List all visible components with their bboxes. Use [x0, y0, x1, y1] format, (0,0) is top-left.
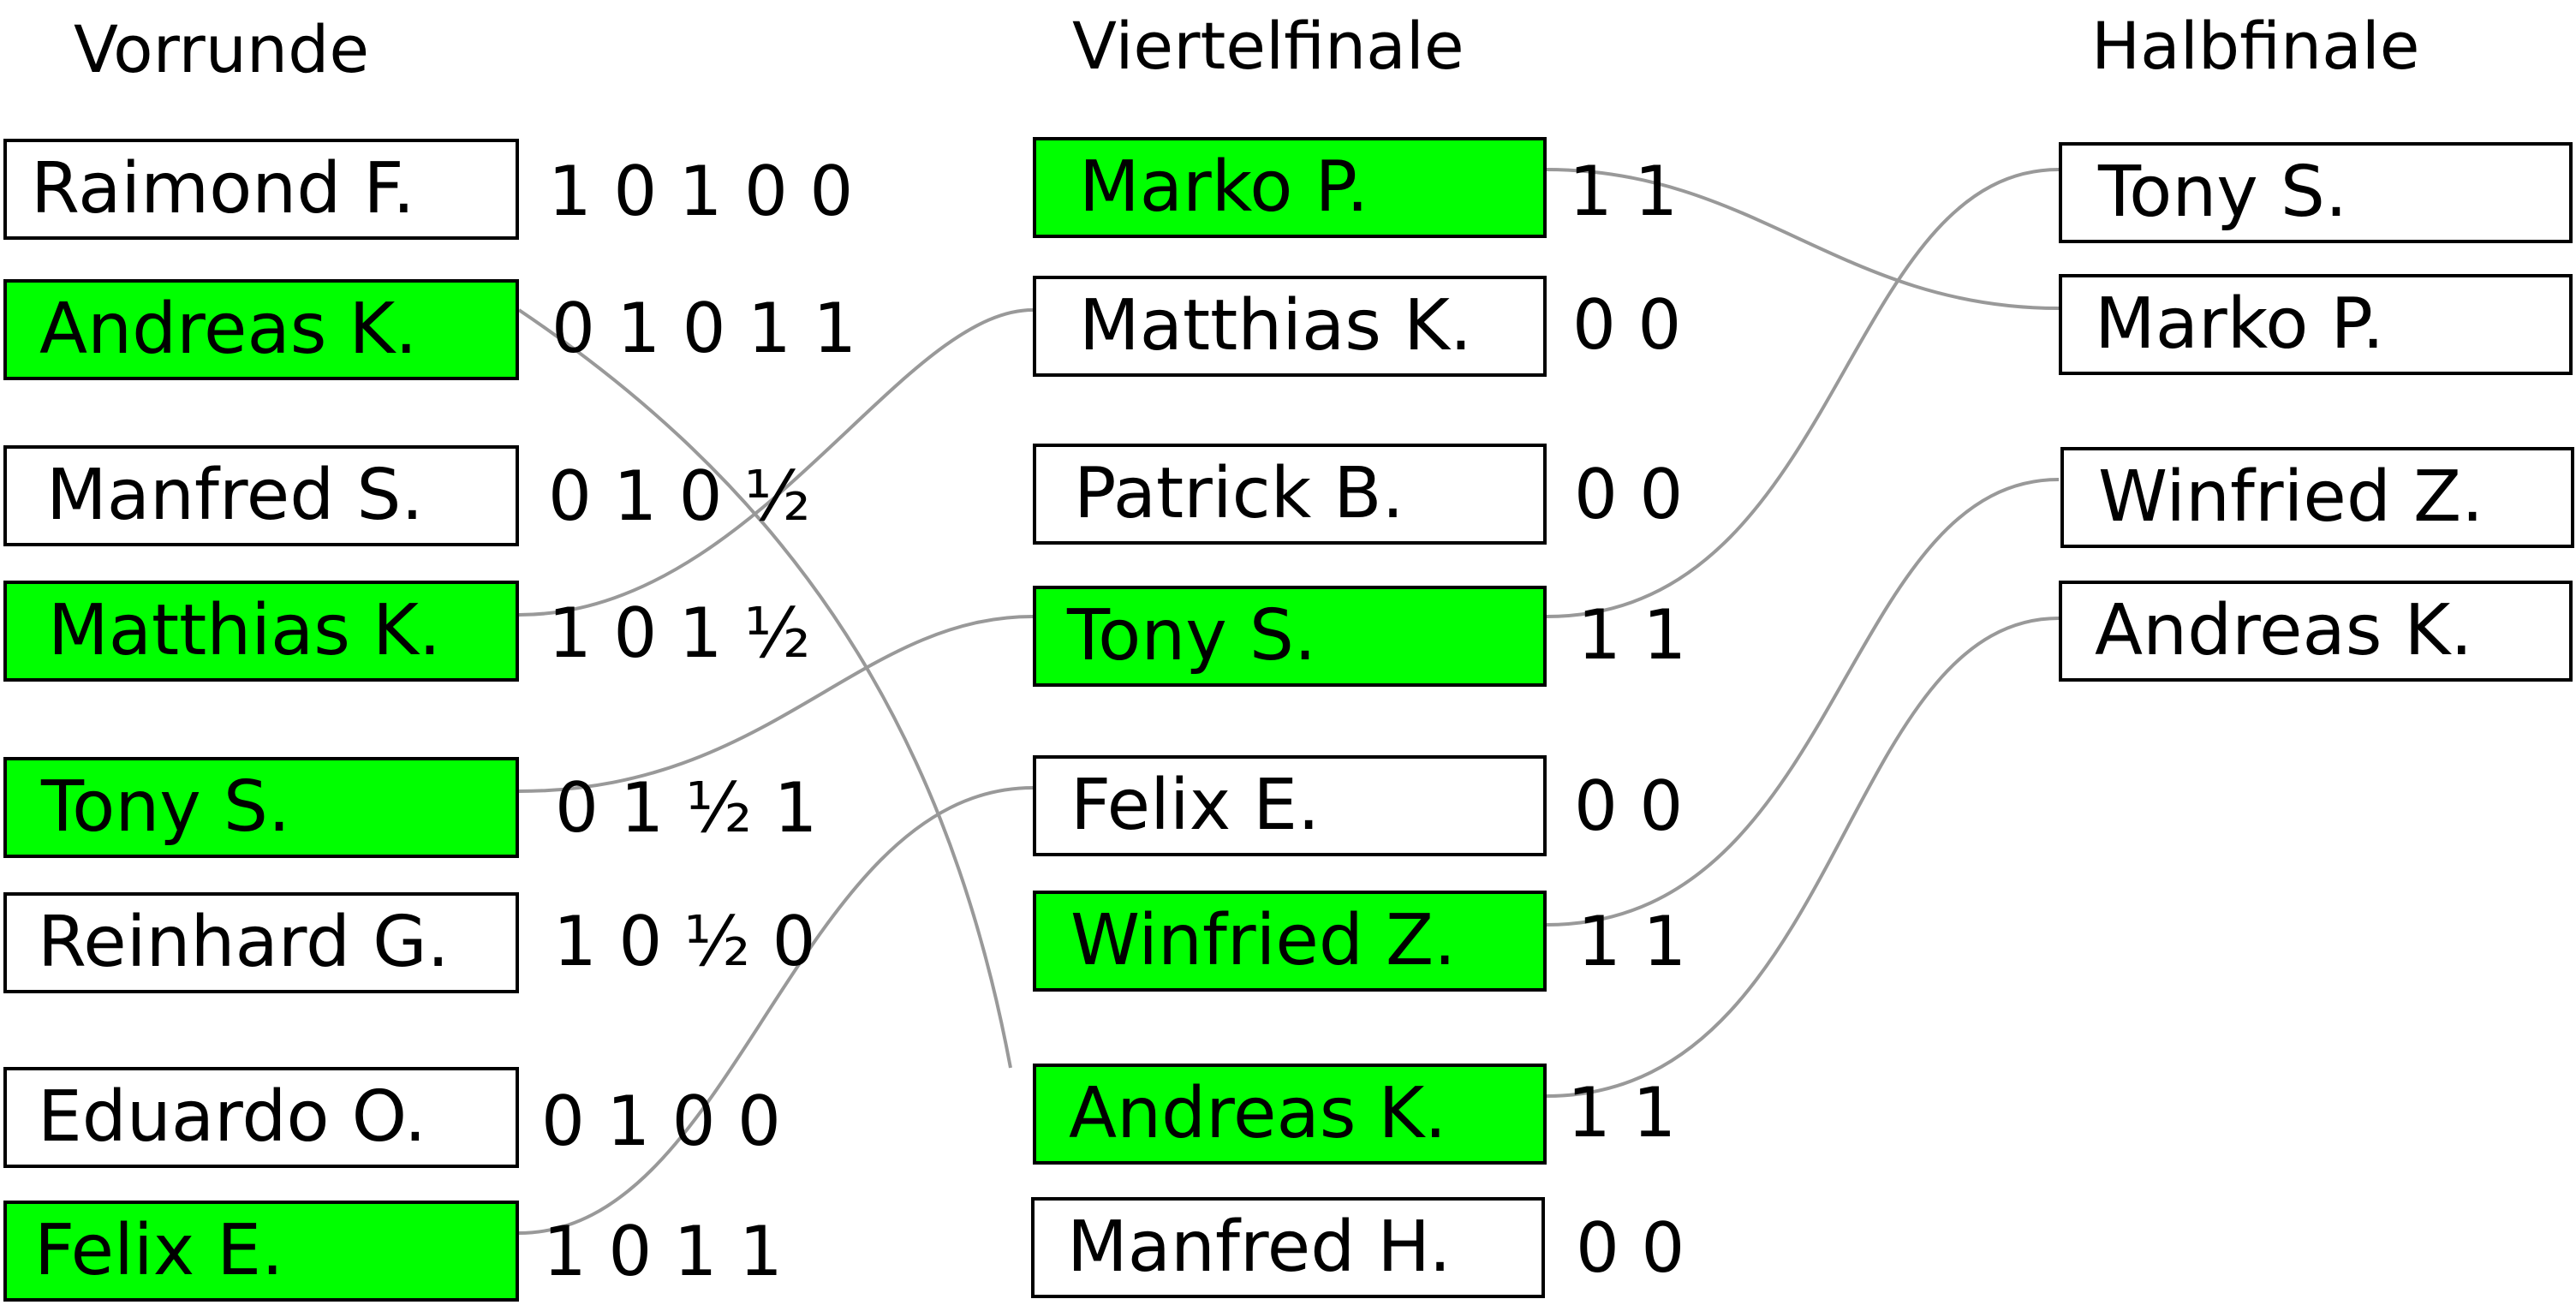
player-name: Marko P. [2095, 283, 2385, 365]
connector-matthias-vr-vf [518, 308, 1034, 617]
connector-winfried-vf-hf [1546, 478, 2060, 927]
viertelfinale-player-box: Matthias K. [1033, 276, 1547, 377]
halbfinale-player-box: Winfried Z. [2060, 447, 2574, 548]
viertelfinale-player-box: Winfried Z. [1033, 891, 1547, 992]
player-score: 1 0 1 0 0 [548, 152, 854, 231]
connector-tony-vr-vf [518, 615, 1034, 793]
player-score: 0 0 [1572, 285, 1682, 365]
player-name: Winfried Z. [2098, 456, 2484, 538]
round-header-viertelfinale: Viertelfinale [1072, 8, 1464, 84]
player-name: Andreas K. [1069, 1073, 1447, 1154]
player-score: 1 0 1 1 [543, 1212, 783, 1291]
player-name: Winfried Z. [1070, 900, 1457, 981]
player-name: Andreas K. [2095, 590, 2473, 671]
player-score: 1 1 [1577, 595, 1687, 675]
vorrunde-player-box: Eduardo O. [3, 1067, 519, 1168]
player-name: Marko P. [1079, 146, 1369, 228]
player-name: Matthias K. [1079, 285, 1472, 366]
player-name: Felix E. [1070, 765, 1321, 846]
round-header-vorrunde: Vorrunde [74, 11, 370, 87]
player-score: 1 0 ½ 0 [553, 902, 816, 981]
halbfinale-player-box: Andreas K. [2059, 581, 2573, 682]
vorrunde-player-box: Matthias K. [3, 581, 519, 682]
player-name: Tony S. [41, 766, 291, 848]
viertelfinale-player-box: Marko P. [1033, 137, 1547, 238]
vorrunde-player-box: Tony S. [3, 757, 519, 858]
vorrunde-player-box: Andreas K. [3, 279, 519, 380]
player-name: Felix E. [34, 1210, 284, 1291]
connector-marko-vf-hf [1546, 168, 2060, 310]
player-score: 0 1 0 0 [541, 1082, 781, 1161]
player-name: Manfred H. [1067, 1207, 1452, 1288]
viertelfinale-player-box: Andreas K. [1033, 1064, 1547, 1165]
player-score: 0 1 0 1 1 [552, 289, 857, 368]
vorrunde-player-box: Raimond F. [3, 139, 519, 240]
player-score: 0 0 [1574, 766, 1684, 846]
vorrunde-player-box: Reinhard G. [3, 892, 519, 993]
player-score: 1 1 [1577, 902, 1687, 981]
player-name: Matthias K. [48, 590, 441, 671]
viertelfinale-player-box: Tony S. [1033, 586, 1547, 687]
player-score: 1 0 1 ½ [548, 593, 811, 673]
player-name: Tony S. [1067, 595, 1317, 676]
player-score: 1 1 [1567, 1073, 1677, 1153]
round-header-halbfinale: Halbfinale [2091, 8, 2420, 84]
halbfinale-player-box: Tony S. [2059, 142, 2573, 243]
vorrunde-player-box: Manfred S. [3, 445, 519, 546]
player-score: 1 1 [1569, 152, 1679, 231]
connector-andreas-vr-vf [517, 308, 1012, 1069]
player-name: Patrick B. [1074, 453, 1404, 534]
player-name: Eduardo O. [38, 1076, 426, 1158]
player-name: Raimond F. [31, 148, 415, 229]
player-name: Tony S. [2098, 152, 2348, 233]
viertelfinale-player-box: Manfred H. [1031, 1197, 1545, 1298]
player-score: 0 0 [1576, 1208, 1685, 1288]
viertelfinale-player-box: Patrick B. [1033, 444, 1547, 545]
connector-tony-vf-hf [1546, 168, 2060, 618]
player-score: 0 1 0 ½ [548, 456, 811, 536]
player-name: Andreas K. [39, 289, 418, 370]
vorrunde-player-box: Felix E. [3, 1201, 519, 1302]
connector-felix-vr-vf [518, 786, 1034, 1235]
connector-andreas-vf-hf [1546, 617, 2060, 1098]
player-score: 0 1 ½ 1 [555, 768, 818, 848]
player-score: 0 0 [1574, 455, 1684, 534]
player-name: Manfred S. [46, 455, 424, 536]
viertelfinale-player-box: Felix E. [1033, 755, 1547, 856]
player-name: Reinhard G. [38, 902, 450, 983]
halbfinale-player-box: Marko P. [2059, 274, 2573, 375]
